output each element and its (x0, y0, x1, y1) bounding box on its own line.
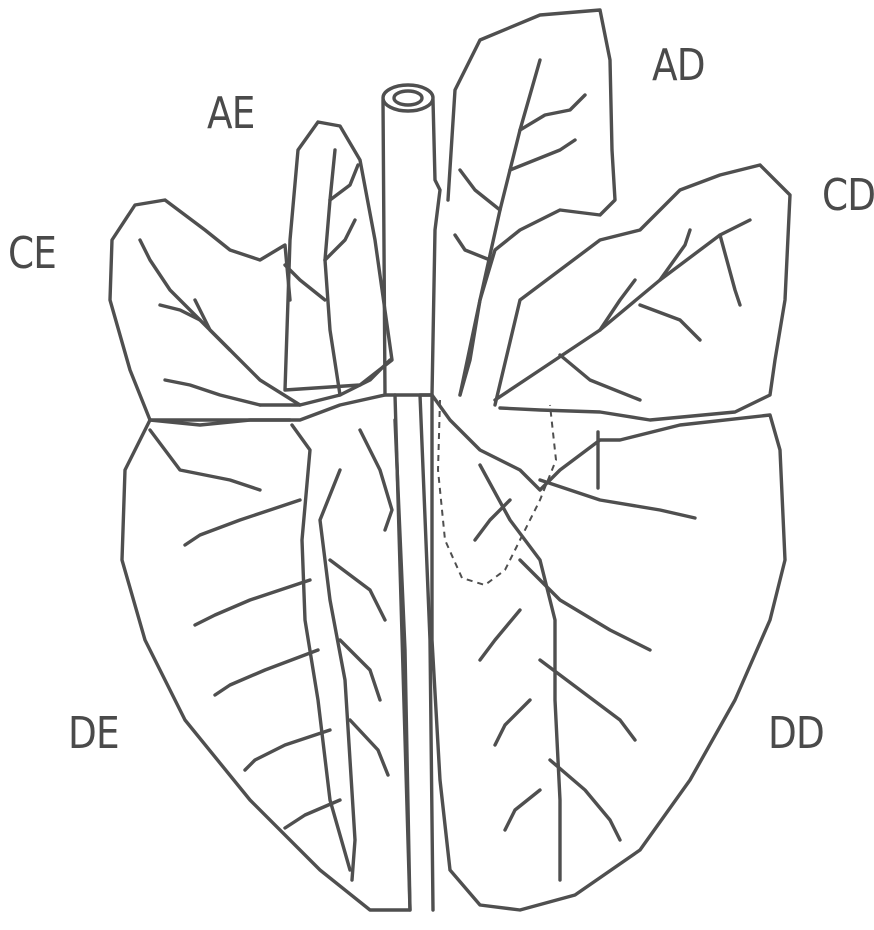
label-cd: CD (822, 174, 874, 218)
lobe-de (122, 395, 410, 910)
bronchi-right (455, 60, 750, 840)
label-ce: CE (8, 232, 56, 276)
label-dd: DD (768, 712, 824, 756)
label-ae: AE (207, 92, 255, 136)
label-ad: AD (652, 44, 705, 88)
bronchi-left (140, 150, 392, 880)
label-de: DE (68, 712, 119, 756)
lobe-ae (285, 122, 392, 390)
